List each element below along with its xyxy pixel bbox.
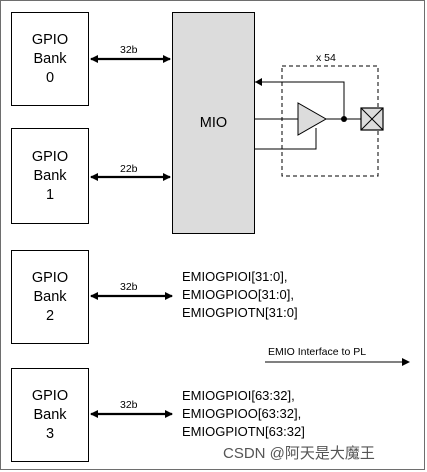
watermark: CSDN @阿天是大魔王: [223, 445, 375, 462]
io-multiplier: x 54: [316, 52, 336, 64]
mio-label: MIO: [199, 115, 228, 131]
mio-in-wire: [255, 81, 345, 119]
bank-2-emio-signals: EMIOGPIOI[31:0],EMIOGPIOO[31:0],EMIOGPIO…: [182, 269, 298, 320]
bank-0-bus-width: 32b: [120, 44, 138, 56]
bank-1-bus-width: 22b: [120, 163, 138, 175]
mio-block: MIO: [172, 12, 255, 234]
emio-interface-label: EMIO Interface to PL: [268, 346, 367, 358]
mio-enable-wire: [255, 128, 317, 150]
bank-2-bus-width: 32b: [120, 281, 138, 293]
output-buffer: [297, 102, 328, 136]
mio-in-arrowhead: [255, 78, 262, 86]
bank-3-emio-signals: EMIOGPIOI[63:32],EMIOGPIOO[63:32],EMIOGP…: [182, 388, 305, 439]
bank-3-bus-width: 32b: [120, 399, 138, 411]
junction-dot: [341, 116, 347, 122]
